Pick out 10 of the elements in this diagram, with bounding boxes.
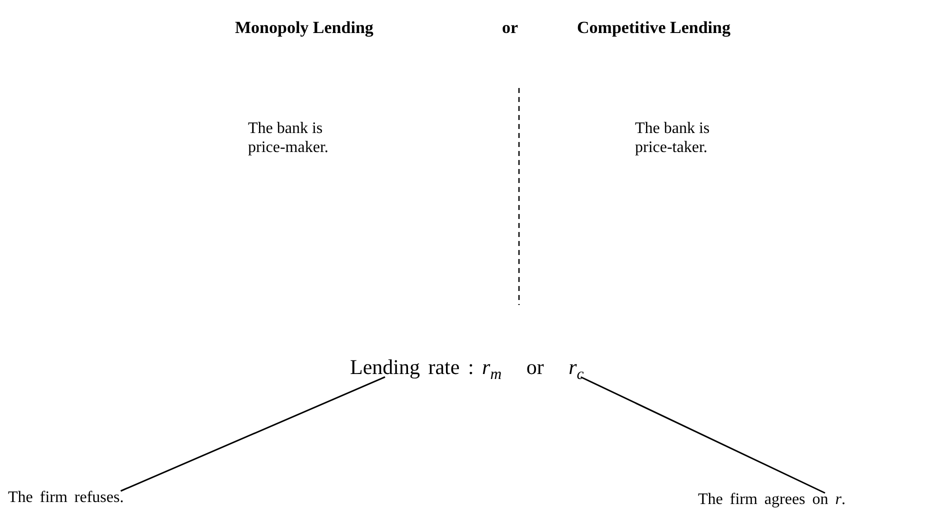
outcome-text: The firm refuses. <box>8 488 158 508</box>
connector-line <box>120 376 386 492</box>
heading-text: Monopoly Lending <box>235 18 374 38</box>
heading-text: or <box>502 18 518 38</box>
outcome-text: The firm agrees on r. <box>698 490 868 510</box>
note-text: The bank is price-taker. <box>635 119 711 158</box>
heading-text: Competitive Lending <box>577 18 730 38</box>
rate-text: Lending rate : r$_{m}$ or r$_{c}$ <box>350 355 650 386</box>
note-text: The bank is price-maker. <box>248 119 330 158</box>
connector-line <box>580 376 826 494</box>
